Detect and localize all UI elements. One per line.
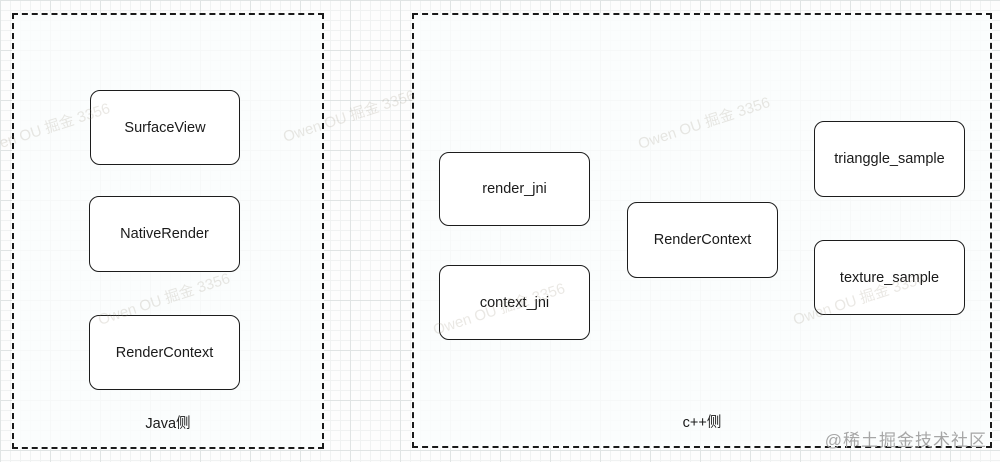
group-cpp-side: render_jni context_jni RenderContext tri… bbox=[412, 13, 992, 448]
node-render-jni: render_jni bbox=[439, 152, 590, 226]
node-surfaceview: SurfaceView bbox=[90, 90, 240, 165]
node-context-jni-label: context_jni bbox=[479, 294, 550, 311]
node-nativerender: NativeRender bbox=[89, 196, 240, 272]
node-rendercontext-java-label: RenderContext bbox=[115, 344, 214, 361]
node-trianggle-sample-label: trianggle_sample bbox=[834, 151, 945, 167]
node-trianggle-sample: trianggle_sample bbox=[814, 121, 965, 197]
group-java-side: SurfaceView NativeRender RenderContext J… bbox=[12, 13, 324, 449]
node-texture-sample-label: texture_sample bbox=[839, 269, 940, 286]
node-rendercontext-cpp: RenderContext bbox=[627, 202, 778, 278]
node-render-jni-label: render_jni bbox=[482, 181, 547, 197]
group-cpp-label: c++侧 bbox=[682, 415, 722, 431]
juejin-community-watermark: @稀土掘金技术社区 bbox=[824, 431, 987, 450]
node-nativerender-label: NativeRender bbox=[120, 226, 209, 242]
node-rendercontext-java: RenderContext bbox=[89, 315, 240, 390]
node-rendercontext-cpp-label: RenderContext bbox=[653, 232, 752, 248]
group-java-label: Java侧 bbox=[145, 416, 191, 432]
node-context-jni: context_jni bbox=[439, 265, 590, 340]
node-texture-sample: texture_sample bbox=[814, 240, 965, 315]
node-surfaceview-label: SurfaceView bbox=[124, 119, 206, 136]
